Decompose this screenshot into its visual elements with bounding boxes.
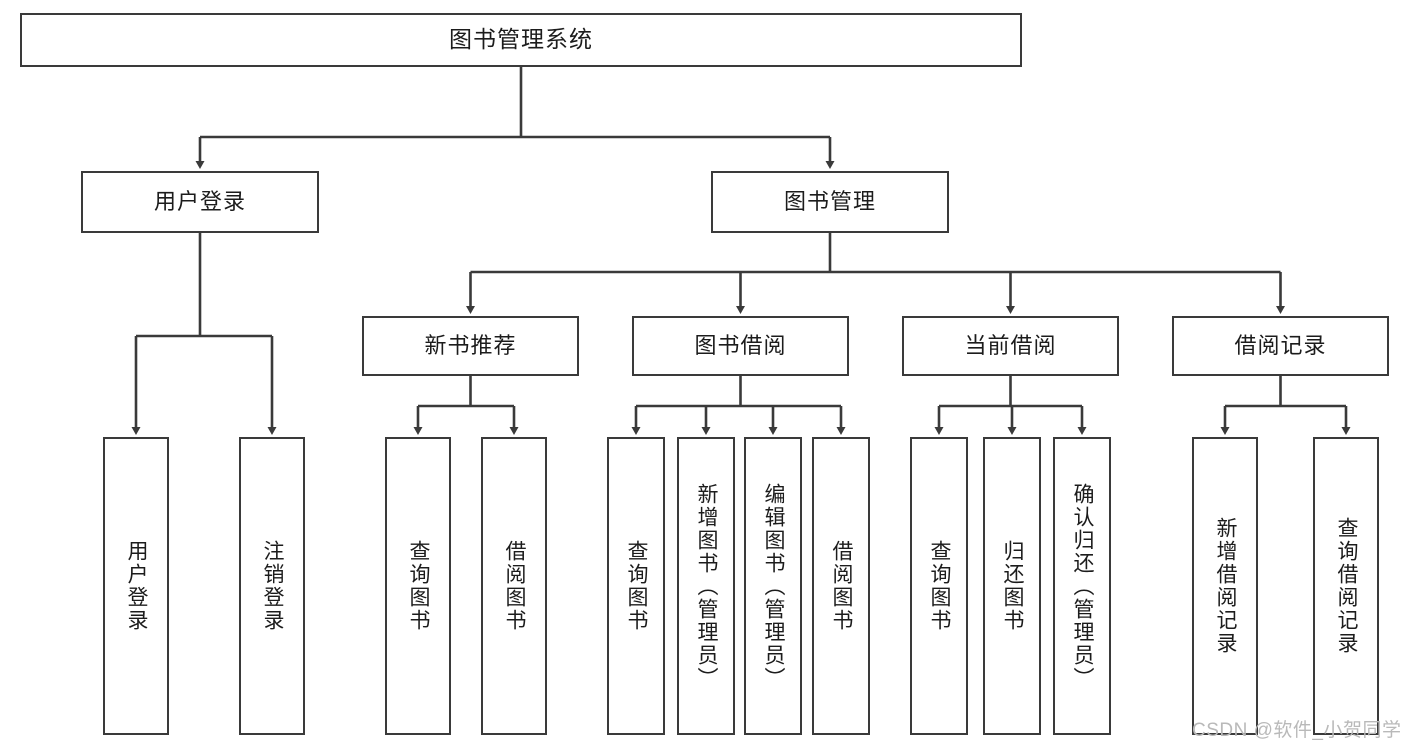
node-label-book-borrow: 图书借阅 xyxy=(694,333,787,359)
node-current-borrow[interactable]: 当前借阅 xyxy=(902,316,1119,376)
node-label-leaf-query-book-2: 查询图书 xyxy=(625,540,649,632)
node-label-leaf-user-login: 用户登录 xyxy=(125,540,149,632)
node-book-borrow[interactable]: 图书借阅 xyxy=(632,316,849,376)
node-new-book-recommend[interactable]: 新书推荐 xyxy=(362,316,579,376)
node-leaf-borrow-book-1[interactable]: 借阅图书 xyxy=(481,437,547,735)
node-leaf-borrow-book-2[interactable]: 借阅图书 xyxy=(812,437,870,735)
node-borrow-record[interactable]: 借阅记录 xyxy=(1172,316,1389,376)
node-label-leaf-add-borrow-record: 新增借阅记录 xyxy=(1214,517,1238,655)
node-leaf-query-borrow-record[interactable]: 查询借阅记录 xyxy=(1313,437,1379,735)
node-leaf-confirm-return[interactable]: 确认归还（管理员） xyxy=(1053,437,1111,735)
node-leaf-return-book[interactable]: 归还图书 xyxy=(983,437,1041,735)
node-label-new-book-recommend: 新书推荐 xyxy=(424,333,517,359)
node-label-current-borrow: 当前借阅 xyxy=(964,333,1057,359)
node-label-leaf-borrow-book-2: 借阅图书 xyxy=(830,540,854,632)
node-label-leaf-confirm-return: 确认归还（管理员） xyxy=(1071,482,1095,690)
node-label-book-manage: 图书管理 xyxy=(783,189,876,215)
node-user-login[interactable]: 用户登录 xyxy=(81,171,319,233)
node-label-leaf-query-book-1: 查询图书 xyxy=(407,540,431,632)
node-label-leaf-query-book-3: 查询图书 xyxy=(928,540,952,632)
node-label-leaf-query-borrow-record: 查询借阅记录 xyxy=(1335,517,1359,655)
node-leaf-query-book-3[interactable]: 查询图书 xyxy=(910,437,968,735)
node-label-leaf-edit-book: 编辑图书（管理员） xyxy=(762,482,786,690)
node-book-manage[interactable]: 图书管理 xyxy=(711,171,949,233)
node-label-user-login: 用户登录 xyxy=(153,189,246,215)
node-label-root: 图书管理系统 xyxy=(449,26,593,53)
node-leaf-add-borrow-record[interactable]: 新增借阅记录 xyxy=(1192,437,1258,735)
node-leaf-query-book-2[interactable]: 查询图书 xyxy=(607,437,665,735)
node-leaf-user-login[interactable]: 用户登录 xyxy=(103,437,169,735)
node-leaf-user-logout[interactable]: 注销登录 xyxy=(239,437,305,735)
watermark-label: CSDN @软件_小贺同学 xyxy=(1192,720,1402,741)
node-label-leaf-add-book: 新增图书（管理员） xyxy=(695,482,719,690)
node-leaf-add-book[interactable]: 新增图书（管理员） xyxy=(677,437,735,735)
node-label-leaf-return-book: 归还图书 xyxy=(1001,540,1025,632)
node-label-leaf-user-logout: 注销登录 xyxy=(261,540,285,632)
node-root[interactable]: 图书管理系统 xyxy=(20,13,1022,67)
node-label-borrow-record: 借阅记录 xyxy=(1234,333,1327,359)
node-leaf-edit-book[interactable]: 编辑图书（管理员） xyxy=(744,437,802,735)
node-leaf-query-book-1[interactable]: 查询图书 xyxy=(385,437,451,735)
node-label-leaf-borrow-book-1: 借阅图书 xyxy=(503,540,527,632)
